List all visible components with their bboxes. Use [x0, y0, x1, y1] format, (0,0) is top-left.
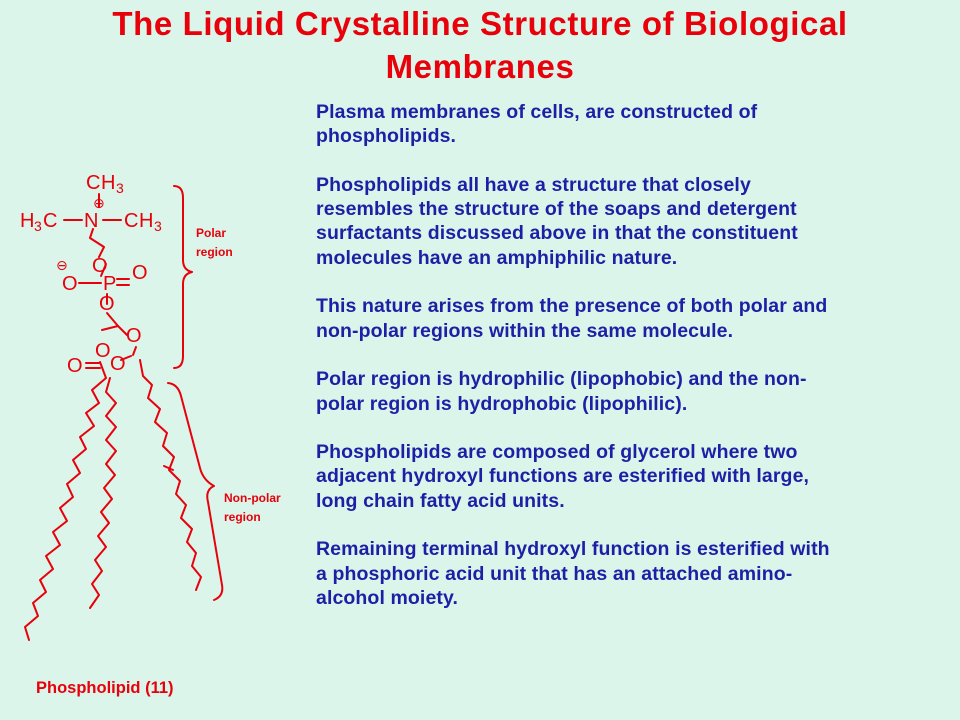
fatty-acid-chain-middle [89, 377, 117, 609]
text-line: alcohol moiety. [316, 586, 458, 609]
phospholipid-structure: C H 3 ⊕ H 3 C N C H 3 O ⊖ O P O O O O O … [20, 172, 224, 641]
atom-n: N [84, 210, 98, 232]
text-line: non-polar regions within the same molecu… [316, 319, 734, 342]
fatty-acid-chain-right [139, 359, 202, 591]
atom-c-right: C [124, 210, 138, 232]
body-text: Plasma membranes of cells, are construct… [316, 100, 956, 610]
text-line: Phospholipids all have a structure that … [316, 173, 751, 196]
nonpolar-label-line-2: region [224, 510, 261, 524]
double-bond-marker [163, 465, 174, 471]
paragraph-nature: This nature arises from the presence of … [316, 294, 956, 343]
text-line: molecules have an amphiphilic nature. [316, 246, 678, 269]
polar-region-label: Polar region [196, 224, 233, 262]
fatty-acid-chain-left [24, 361, 107, 641]
atom-h-top: H [101, 172, 115, 194]
text-line: surfactants discussed above in that the … [316, 222, 798, 245]
text-line: adjacent hydroxyl functions are esterifi… [316, 465, 810, 488]
atom-p: P [103, 273, 116, 295]
atom-o-glycerol: O [99, 293, 115, 315]
atom-o-double: O [132, 262, 148, 284]
figure-caption: Phospholipid (11) [36, 679, 174, 697]
bond-glycerol-1 [101, 312, 119, 331]
atom-o-ester-right: O [126, 325, 142, 347]
charge-minus: ⊖ [56, 257, 68, 273]
bond-carbonyl-right [132, 346, 137, 356]
nonpolar-region-label: Non-polar region [224, 489, 281, 527]
atom-c-left: C [43, 210, 57, 232]
bond-o-p [100, 263, 107, 277]
title-line-1: The Liquid Crystalline Structure of Biol… [112, 5, 848, 42]
text-line: Remaining terminal hydroxyl function is … [316, 538, 830, 561]
paragraph-polar-region: Polar region is hydrophilic (lipophobic)… [316, 367, 956, 416]
atom-sub-3-right: 3 [154, 218, 162, 234]
text-line: This nature arises from the presence of … [316, 295, 828, 318]
polar-label-line-1: Polar [196, 226, 227, 240]
atom-h-right: H [139, 210, 153, 232]
paragraph-terminal-hydroxyl: Remaining terminal hydroxyl function is … [316, 537, 956, 610]
atom-o-upper: O [92, 255, 108, 277]
polar-label-line-2: region [196, 245, 233, 259]
page-title: The Liquid Crystalline Structure of Biol… [0, 2, 960, 88]
text-line: resembles the structure of the soaps and… [316, 198, 797, 221]
atom-sub-3-top: 3 [116, 180, 124, 196]
nonpolar-region-brace [167, 382, 224, 601]
bond-glycerol-2 [117, 325, 128, 336]
bond-ester-right [120, 355, 132, 361]
paragraph-glycerol: Phospholipids are composed of glycerol w… [316, 440, 956, 513]
atom-o-ester-left: O [95, 340, 111, 362]
atom-c-top: C [86, 172, 100, 194]
text-line: Plasma membranes of cells, are construct… [316, 101, 758, 123]
text-line: a phosphoric acid unit that has an attac… [316, 562, 793, 585]
text-line: Phospholipids are composed of glycerol w… [316, 441, 798, 464]
text-line: phospholipids. [316, 125, 457, 148]
atom-o-carbonyl-left: O [67, 355, 83, 377]
atom-sub-3-left: 3 [34, 218, 42, 234]
paragraph-plasma-membranes: Plasma membranes of cells, are construct… [316, 100, 956, 149]
polar-region-brace [173, 185, 193, 369]
atom-o-carbonyl-right: O [110, 353, 126, 375]
text-line: polar region is hydrophobic (lipophilic)… [316, 392, 688, 415]
title-line-2: Membranes [385, 48, 575, 85]
atom-o-minus: O [62, 273, 78, 295]
text-line: long chain fatty acid units. [316, 489, 565, 512]
atom-h-left: H [20, 210, 34, 232]
charge-plus: ⊕ [93, 195, 105, 211]
text-line: Polar region is hydrophilic (lipophobic)… [316, 368, 807, 391]
paragraph-phospholipids-structure: Phospholipids all have a structure that … [316, 173, 956, 270]
nonpolar-label-line-1: Non-polar [224, 491, 281, 505]
bond-n-ethyl [89, 228, 105, 258]
